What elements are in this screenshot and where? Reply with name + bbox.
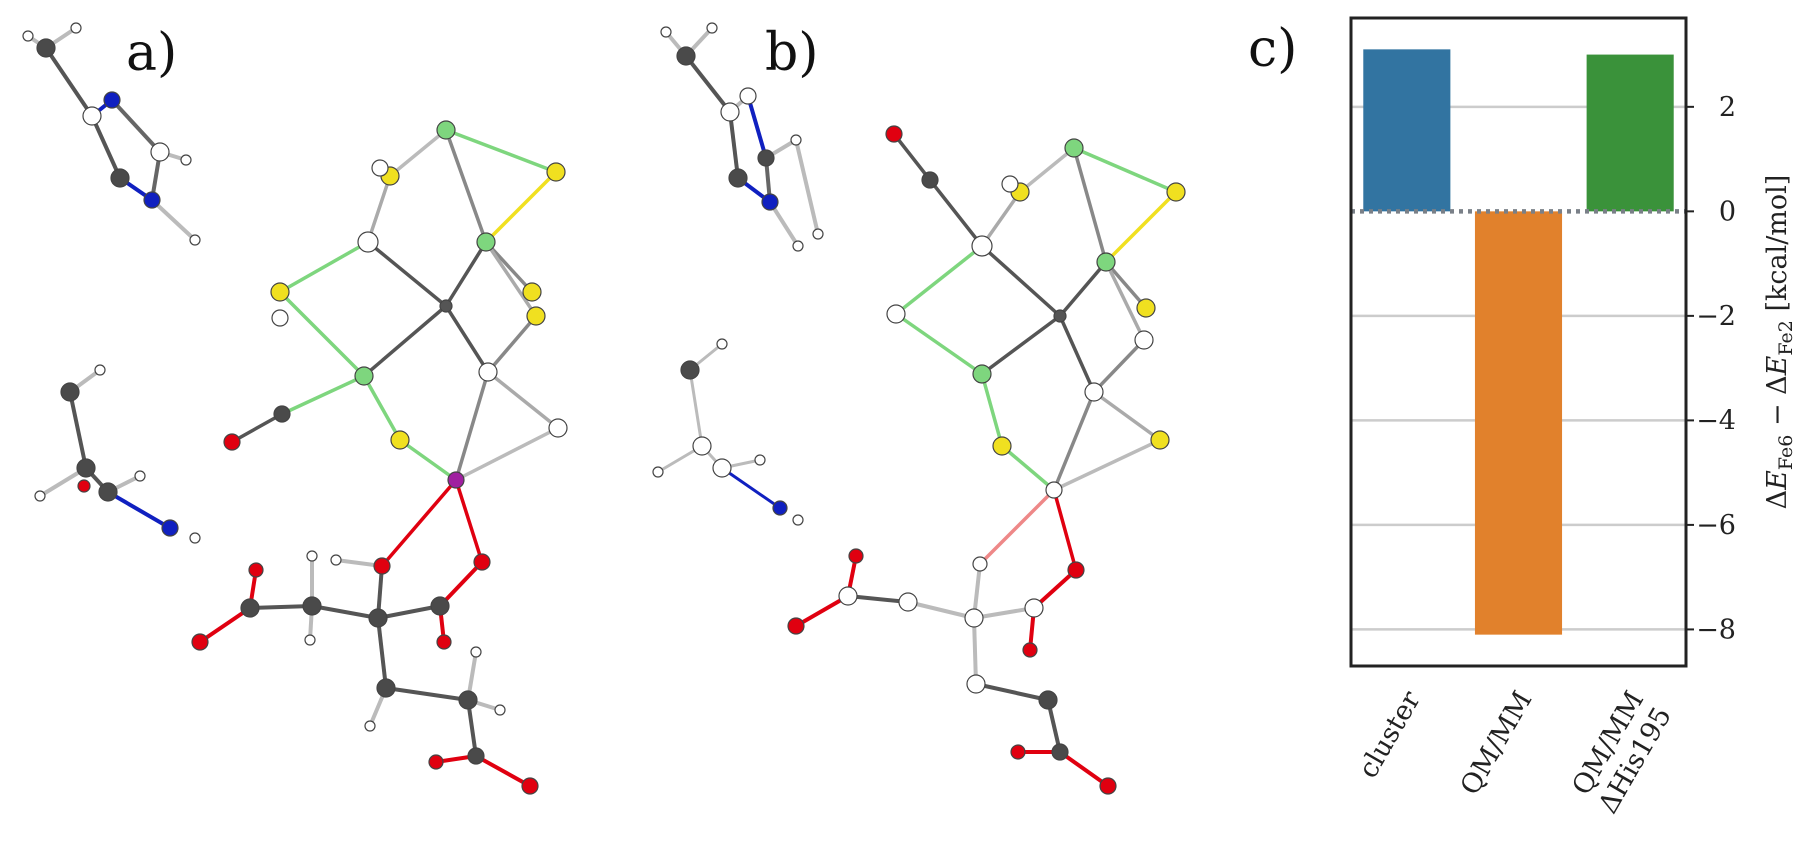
ylabel-sub-2: Fe2 — [1775, 320, 1797, 355]
x-category-label-line: cluster — [1353, 686, 1427, 784]
y-tick-label: −6 — [1696, 510, 1736, 541]
ylabel-e-2: E — [1762, 355, 1793, 376]
y-tick-label: 2 — [1719, 92, 1736, 123]
molecule-structure-a — [22, 22, 568, 795]
x-category-label: QM/MM — [1455, 686, 1539, 800]
y-tick-label: −4 — [1696, 405, 1736, 436]
y-tick-label: −2 — [1696, 301, 1736, 332]
bars — [1363, 49, 1674, 635]
bar — [1363, 49, 1451, 212]
molecule-structure-b — [652, 22, 1186, 795]
ylabel-minus: − — [1762, 395, 1793, 435]
ylabel-delta-2: Δ — [1762, 375, 1793, 395]
panel-label-b: b) — [765, 23, 819, 83]
ylabel-delta-1: Δ — [1762, 490, 1793, 510]
bar — [1474, 211, 1563, 635]
y-tick-label: 0 — [1719, 196, 1736, 227]
y-axis-label: ΔEFe6 − ΔEFe2 [kcal/mol] — [1762, 175, 1797, 510]
x-category-label-line: QM/MM — [1455, 686, 1539, 800]
ylabel-unit: [kcal/mol] — [1762, 175, 1793, 320]
x-category-label: cluster — [1353, 686, 1427, 784]
ylabel-sub-1: Fe6 — [1775, 435, 1797, 470]
y-tick-label: −8 — [1696, 614, 1736, 645]
bar — [1586, 54, 1674, 212]
panel-label-c: c) — [1248, 19, 1297, 79]
y-ticks: 2 0 −2 −4 −6 −8 — [1686, 92, 1736, 645]
ylabel-e-1: E — [1762, 470, 1793, 491]
panel-label-a: a) — [126, 23, 177, 83]
plot-frame — [1349, 16, 1688, 668]
